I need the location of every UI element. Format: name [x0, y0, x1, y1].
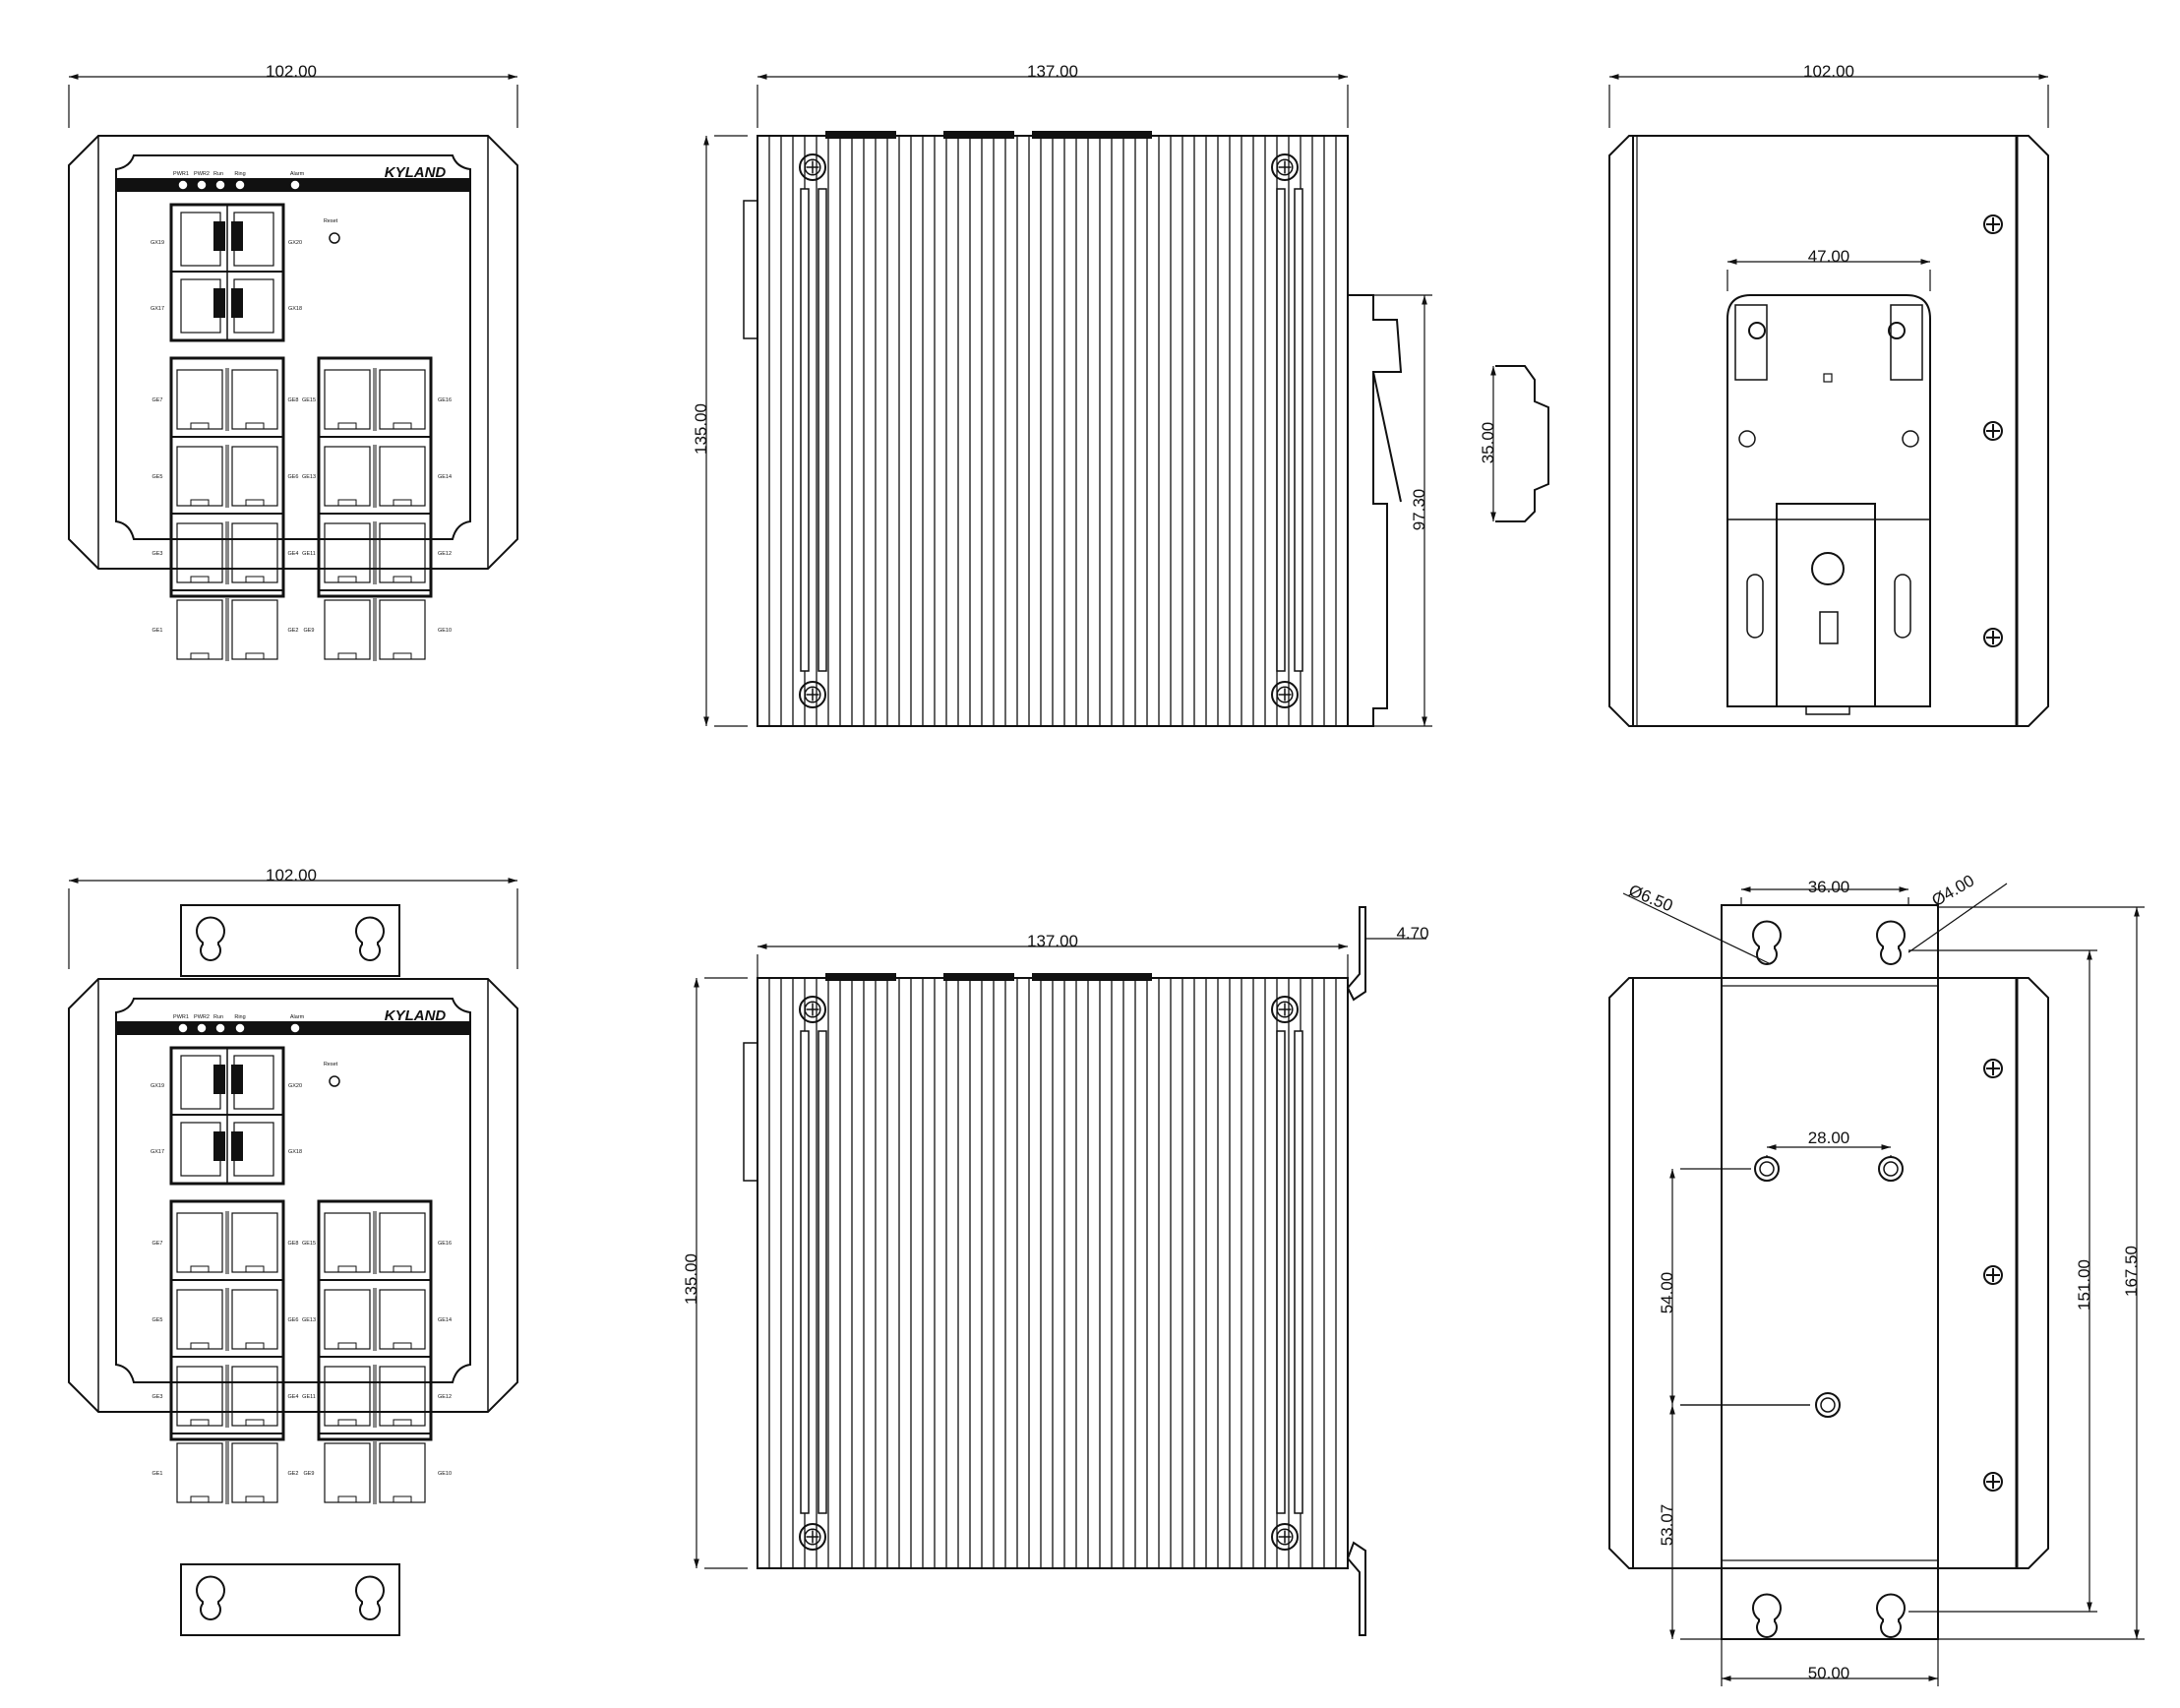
- side-bottom-width-dim: 137.00: [1027, 932, 1078, 950]
- svg-text:Ring: Ring: [234, 1014, 245, 1020]
- svg-text:PWR2: PWR2: [194, 1014, 210, 1020]
- svg-text:GE3: GE3: [151, 1394, 162, 1400]
- wall-top-spacing-dim: 36.00: [1808, 878, 1850, 896]
- svg-text:GE9: GE9: [303, 1471, 314, 1477]
- svg-text:GE4: GE4: [287, 551, 298, 557]
- brand-logo: KYLAND: [385, 164, 447, 181]
- svg-text:GX20: GX20: [288, 240, 302, 246]
- back-clip-width-dim: 47.00: [1808, 247, 1850, 266]
- wall-vert-lower-dim: 53.07: [1658, 1504, 1676, 1547]
- svg-text:GE4: GE4: [287, 1394, 298, 1400]
- side-rail-height-dim: 97.30: [1410, 489, 1428, 531]
- svg-text:GE13: GE13: [302, 474, 316, 480]
- svg-text:GE8: GE8: [287, 397, 298, 403]
- svg-text:GE2: GE2: [287, 628, 298, 634]
- wall-mid-spacing-dim: 28.00: [1808, 1128, 1850, 1147]
- front-bottom-width-dim: 102.00: [266, 866, 317, 884]
- svg-text:GE15: GE15: [302, 397, 316, 403]
- wall-vert-upper-dim: 54.00: [1658, 1272, 1676, 1314]
- back-view-wall: [1608, 883, 2145, 1686]
- svg-text:GE15: GE15: [302, 1241, 316, 1247]
- svg-text:Reset: Reset: [324, 1062, 338, 1068]
- svg-text:GE7: GE7: [151, 1241, 162, 1247]
- side-bottom-plate-dim: 4.70: [1396, 924, 1428, 943]
- svg-text:GE12: GE12: [438, 1394, 452, 1400]
- svg-text:GE12: GE12: [438, 551, 452, 557]
- svg-text:GE11: GE11: [302, 1394, 316, 1400]
- svg-text:PWR1: PWR1: [173, 171, 189, 177]
- rail-profile-height-dim: 35.00: [1479, 422, 1497, 464]
- svg-text:PWR2: PWR2: [194, 171, 210, 177]
- svg-text:GE10: GE10: [438, 628, 452, 634]
- svg-text:GE16: GE16: [438, 397, 452, 403]
- svg-text:GE5: GE5: [151, 474, 162, 480]
- din-rail-profile: [1490, 365, 1549, 522]
- svg-text:PWR1: PWR1: [173, 1014, 189, 1020]
- svg-text:GE6: GE6: [287, 1317, 298, 1323]
- wall-hole-large-dim: Ø6.50: [1626, 881, 1675, 915]
- svg-text:Alarm: Alarm: [290, 1014, 305, 1020]
- back-view-din: [1608, 74, 2049, 727]
- svg-text:GX17: GX17: [151, 306, 164, 312]
- svg-text:Run: Run: [213, 1014, 223, 1020]
- svg-text:GX19: GX19: [151, 240, 164, 246]
- svg-text:Alarm: Alarm: [290, 171, 305, 177]
- svg-text:GE3: GE3: [151, 551, 162, 557]
- svg-text:GX17: GX17: [151, 1149, 164, 1155]
- svg-text:GE14: GE14: [438, 474, 452, 480]
- side-top-width-dim: 137.00: [1027, 62, 1078, 81]
- svg-text:Reset: Reset: [324, 218, 338, 224]
- svg-text:GE5: GE5: [151, 1317, 162, 1323]
- svg-text:GE11: GE11: [302, 551, 316, 557]
- wall-bottom-spacing-dim: 50.00: [1808, 1664, 1850, 1682]
- side-view-din: [703, 74, 1432, 727]
- svg-text:GX18: GX18: [288, 306, 302, 312]
- svg-text:Run: Run: [213, 171, 223, 177]
- svg-text:GE2: GE2: [287, 1471, 298, 1477]
- svg-text:GX20: GX20: [288, 1083, 302, 1089]
- side-view-wall: [694, 906, 1426, 1636]
- brand-logo: KYLAND: [385, 1007, 447, 1024]
- svg-text:GE8: GE8: [287, 1241, 298, 1247]
- svg-text:GE10: GE10: [438, 1471, 452, 1477]
- svg-text:GE7: GE7: [151, 397, 162, 403]
- svg-text:GE14: GE14: [438, 1317, 452, 1323]
- svg-text:Ring: Ring: [234, 171, 245, 177]
- svg-text:GE6: GE6: [287, 474, 298, 480]
- wall-outer-height-dim: 167.50: [2122, 1246, 2141, 1297]
- svg-text:GE1: GE1: [151, 1471, 162, 1477]
- front-top-width-dim: 102.00: [266, 62, 317, 81]
- side-bottom-height-dim: 135.00: [682, 1253, 700, 1305]
- wall-hole-small-dim: Ø4.00: [1928, 871, 1977, 910]
- svg-text:GE13: GE13: [302, 1317, 316, 1323]
- svg-text:GX18: GX18: [288, 1149, 302, 1155]
- svg-text:GX19: GX19: [151, 1083, 164, 1089]
- svg-text:GE1: GE1: [151, 628, 162, 634]
- svg-text:GE9: GE9: [303, 628, 314, 634]
- wall-inner-height-dim: 151.00: [2075, 1259, 2093, 1311]
- side-top-height-dim: 135.00: [692, 403, 710, 455]
- svg-text:GE16: GE16: [438, 1241, 452, 1247]
- back-top-width-dim: 102.00: [1803, 62, 1854, 81]
